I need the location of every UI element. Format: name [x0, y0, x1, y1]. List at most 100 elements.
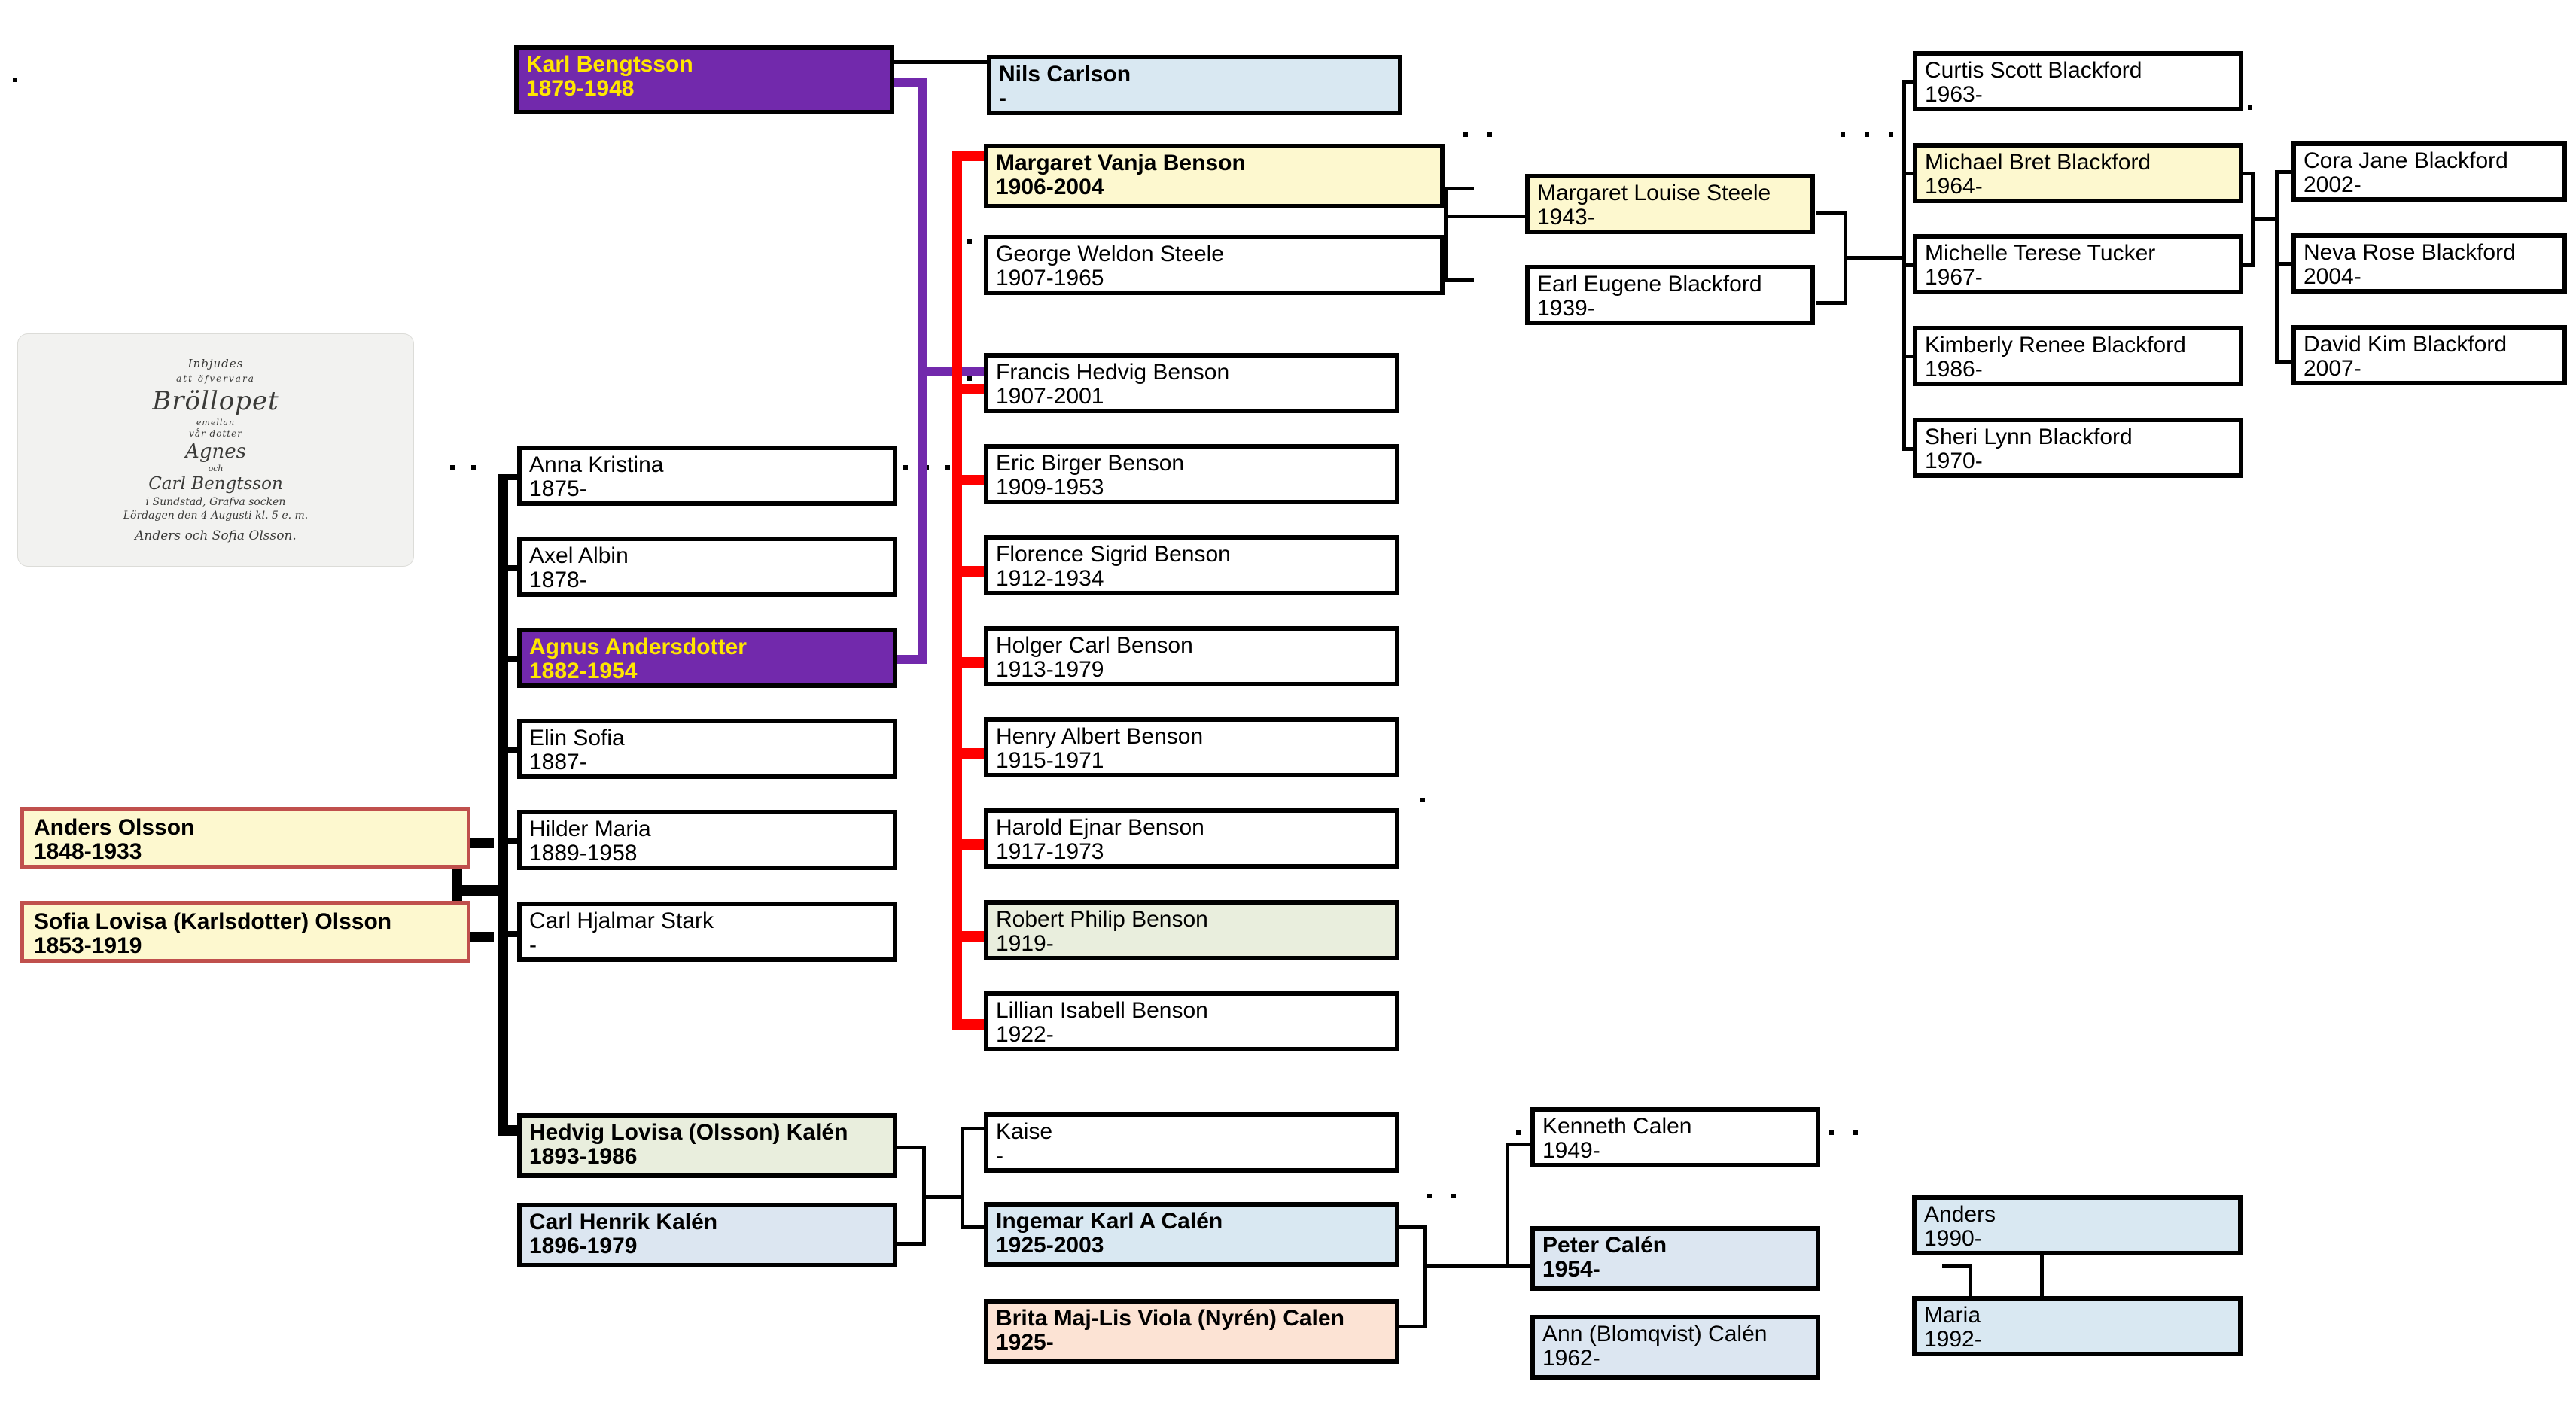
person-name: David Kim Blackford	[2303, 332, 2507, 357]
person-dates: 1909-1953	[996, 474, 1104, 500]
person-box-francis-hedvig-benson[interactable]: Francis Hedvig Benson 1907-2001	[984, 353, 1399, 413]
connector	[926, 1195, 964, 1199]
person-box-brita-calen[interactable]: Brita Maj-Lis Viola (Nyrén) Calen 1925-	[984, 1299, 1399, 1364]
person-dates: 1963-	[1925, 81, 1983, 107]
person-box-elin-sofia[interactable]: Elin Sofia 1887-	[517, 719, 897, 779]
person-dates: -	[996, 1143, 1003, 1168]
person-box-karl-bengtsson[interactable]: Karl Bengtsson 1879-1948	[514, 45, 894, 114]
person-dates: 2004-	[2303, 263, 2361, 289]
person-box-curtis-scott-blackford[interactable]: Curtis Scott Blackford 1963-	[1913, 51, 2243, 111]
person-box-earl-eugene-blackford[interactable]: Earl Eugene Blackford 1939-	[1525, 265, 1815, 325]
person-box-kimberly-renee-blackford[interactable]: Kimberly Renee Blackford 1986-	[1913, 326, 2243, 386]
connector	[1902, 447, 1923, 451]
connector	[1902, 354, 1923, 358]
person-box-michelle-terese-tucker[interactable]: Michelle Terese Tucker 1967-	[1913, 234, 2243, 294]
person-box-peter-calen[interactable]: Peter Calén 1954-	[1530, 1226, 1820, 1291]
sibling-spine	[952, 151, 962, 1030]
person-box-maria-calen[interactable]: Maria 1992-	[1912, 1296, 2243, 1356]
person-dates: 2002-	[2303, 172, 2361, 197]
person-name: Carl Henrik Kalén	[529, 1210, 718, 1234]
connector	[1902, 172, 1923, 175]
person-name: Neva Rose Blackford	[2303, 240, 2516, 265]
connector	[498, 838, 528, 844]
person-name: Nils Carlson	[999, 62, 1131, 87]
connector	[498, 747, 528, 753]
person-box-margaret-vanja-benson[interactable]: Margaret Vanja Benson 1906-2004	[984, 144, 1445, 208]
person-dates: 1964-	[1925, 173, 1983, 199]
person-box-harold-ejnar-benson[interactable]: Harold Ejnar Benson 1917-1973	[984, 808, 1399, 869]
person-box-sofia-lovisa-olsson[interactable]: Sofia Lovisa (Karlsdotter) Olsson 1853-1…	[20, 901, 470, 963]
children-spine	[498, 474, 508, 1131]
invite-line-11: Anders och Sofia Olsson.	[135, 528, 297, 543]
person-name: Michael Bret Blackford	[1925, 150, 2151, 175]
person-box-lillian-isabell-benson[interactable]: Lillian Isabell Benson 1922-	[984, 991, 1399, 1051]
person-name: Hedvig Lovisa (Olsson) Kalén	[529, 1120, 848, 1145]
person-dates: 1990-	[1924, 1225, 1982, 1251]
person-box-kaise[interactable]: Kaise -	[984, 1112, 1399, 1173]
person-box-eric-birger-benson[interactable]: Eric Birger Benson 1909-1953	[984, 444, 1399, 504]
person-box-axel-albin[interactable]: Axel Albin 1878-	[517, 537, 897, 597]
person-dates: 1970-	[1925, 448, 1983, 473]
connector	[1844, 211, 1847, 305]
connector	[1396, 1325, 1427, 1328]
person-name: Earl Eugene Blackford	[1537, 272, 1762, 297]
person-name: Curtis Scott Blackford	[1925, 58, 2142, 83]
person-box-carl-hjalmar-stark[interactable]: Carl Hjalmar Stark -	[517, 902, 897, 962]
person-name: Harold Ejnar Benson	[996, 815, 1204, 840]
person-box-agnus-andersdotter[interactable]: Agnus Andersdotter 1882-1954	[517, 628, 897, 688]
person-box-anna-kristina[interactable]: Anna Kristina 1875-	[517, 446, 897, 506]
person-box-neva-rose-blackford[interactable]: Neva Rose Blackford 2004-	[2291, 233, 2567, 294]
person-box-george-weldon-steele[interactable]: George Weldon Steele 1907-1965	[984, 235, 1445, 295]
person-name: Agnus Andersdotter	[529, 634, 747, 659]
connector	[498, 565, 528, 571]
person-dates: 1967-	[1925, 264, 1983, 290]
person-box-hilder-maria[interactable]: Hilder Maria 1889-1958	[517, 810, 897, 870]
marker-dot	[1427, 1194, 1432, 1198]
person-box-holger-carl-benson[interactable]: Holger Carl Benson 1913-1979	[984, 626, 1399, 686]
person-dates: 1986-	[1925, 356, 1983, 382]
marker-dot	[924, 465, 929, 470]
person-box-margaret-louise-steele[interactable]: Margaret Louise Steele 1943-	[1525, 174, 1815, 234]
person-box-michael-bret-blackford[interactable]: Michael Bret Blackford 1964-	[1913, 143, 2243, 203]
connector	[1902, 80, 1923, 84]
invite-line-7: och	[208, 464, 224, 473]
person-box-robert-philip-benson[interactable]: Robert Philip Benson 1919-	[984, 900, 1399, 960]
connector	[1506, 1143, 1532, 1146]
person-name: Anders Olsson	[34, 815, 195, 840]
person-dates: 1893-1986	[529, 1143, 638, 1169]
person-box-cora-jane-blackford[interactable]: Cora Jane Blackford 2002-	[2291, 141, 2567, 202]
person-box-david-kim-blackford[interactable]: David Kim Blackford 2007-	[2291, 325, 2567, 385]
person-box-anders-olsson[interactable]: Anders Olsson 1848-1933	[20, 807, 470, 869]
person-name: Margaret Vanja Benson	[996, 151, 1246, 175]
person-box-henry-albert-benson[interactable]: Henry Albert Benson 1915-1971	[984, 717, 1399, 777]
marker-dot	[13, 78, 17, 82]
person-box-florence-sigrid-benson[interactable]: Florence Sigrid Benson 1912-1934	[984, 535, 1399, 595]
person-box-hedvig-lovisa-kalen[interactable]: Hedvig Lovisa (Olsson) Kalén 1893-1986	[517, 1113, 897, 1178]
person-dates: 1912-1934	[996, 565, 1104, 591]
person-box-ingemar-karl-a-calen[interactable]: Ingemar Karl A Calén 1925-2003	[984, 1202, 1399, 1267]
connector	[894, 1146, 926, 1149]
person-name: Sheri Lynn Blackford	[1925, 424, 2133, 449]
marker-dot	[1889, 132, 1893, 137]
person-dates: 1919-	[996, 930, 1054, 956]
person-box-sheri-lynn-blackford[interactable]: Sheri Lynn Blackford 1970-	[1913, 418, 2243, 478]
person-box-carl-henrik-kalen[interactable]: Carl Henrik Kalén 1896-1979	[517, 1203, 897, 1267]
person-box-kenneth-calen[interactable]: Kenneth Calen 1949-	[1530, 1107, 1820, 1167]
person-dates: 1992-	[1924, 1326, 1982, 1352]
connector	[452, 885, 508, 896]
person-box-ann-blomqvist-calen[interactable]: Ann (Blomqvist) Calén 1962-	[1530, 1315, 1820, 1380]
couple-connector	[891, 655, 927, 664]
connector	[498, 474, 528, 480]
person-name: Cora Jane Blackford	[2303, 148, 2508, 173]
person-name: Carl Hjalmar Stark	[529, 908, 714, 933]
marker-dot	[967, 376, 972, 381]
person-box-anders-calen[interactable]: Anders 1990-	[1912, 1195, 2243, 1255]
person-name: Karl Bengtsson	[526, 52, 693, 77]
marker-dot	[903, 465, 908, 470]
connector	[1423, 1225, 1427, 1328]
connector	[952, 151, 989, 161]
person-dates: 1962-	[1542, 1345, 1600, 1371]
person-box-nils-carlson[interactable]: Nils Carlson -	[987, 55, 1402, 115]
sibling-spine	[1506, 1143, 1509, 1268]
